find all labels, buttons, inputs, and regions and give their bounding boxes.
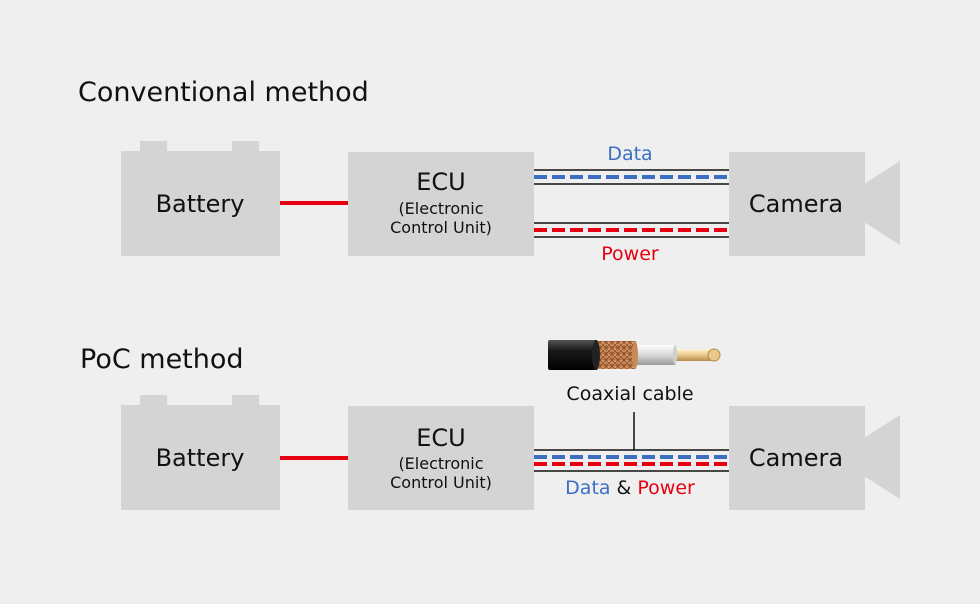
ecu-box <box>348 152 534 256</box>
conventional-data-cable <box>534 169 729 185</box>
ecu-sub-label-2: Control Unit) <box>390 218 492 237</box>
poc-heading: PoC method <box>80 344 244 375</box>
poc-ecu: ECU (Electronic Control Unit) <box>348 406 534 510</box>
coaxial-cable-label: Coaxial cable <box>566 383 693 405</box>
data-label: Data <box>607 143 652 165</box>
ecu-label: ECU <box>416 168 466 196</box>
poc-coaxial-cable <box>534 449 729 472</box>
conventional-ecu: ECU (Electronic Control Unit) <box>348 152 534 256</box>
poc-camera: Camera <box>729 406 900 510</box>
battery-icon <box>121 395 280 510</box>
poc-battery: Battery <box>121 395 280 510</box>
data-label: Data <box>565 477 610 499</box>
conventional-battery: Battery <box>121 141 280 256</box>
conventional-heading: Conventional method <box>78 77 369 108</box>
ampersand-label: & <box>617 477 632 499</box>
coaxial-cable-icon <box>548 340 721 370</box>
battery-label: Battery <box>156 190 245 218</box>
camera-label: Camera <box>749 190 843 218</box>
camera-icon <box>729 152 900 256</box>
camera-icon <box>729 406 900 510</box>
ecu-sub-label-1: (Electronic <box>398 199 483 218</box>
ecu-label: ECU <box>416 424 466 452</box>
camera-label: Camera <box>749 444 843 472</box>
power-label: Power <box>637 477 695 499</box>
conventional-power-cable <box>534 222 729 238</box>
ecu-sub-label-2: Control Unit) <box>390 473 492 492</box>
data-and-power-label: Data&Power <box>565 477 695 499</box>
battery-label: Battery <box>156 444 245 472</box>
conventional-camera: Camera <box>729 152 900 256</box>
ecu-box <box>348 406 534 510</box>
power-label: Power <box>601 243 659 265</box>
battery-icon <box>121 141 280 256</box>
ecu-sub-label-1: (Electronic <box>398 454 483 473</box>
